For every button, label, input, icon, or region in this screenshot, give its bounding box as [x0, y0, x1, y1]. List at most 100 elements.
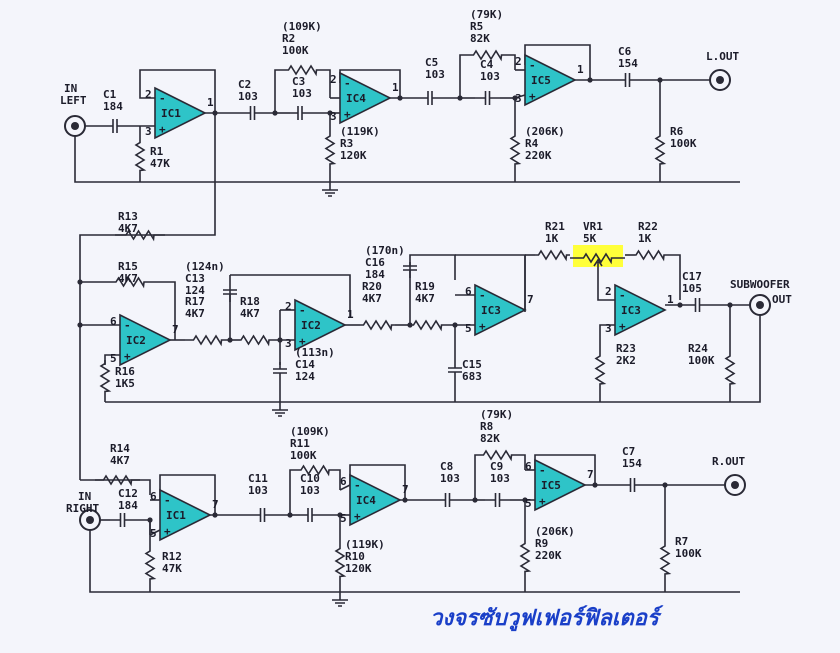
- wire: [320, 69, 331, 98]
- label-r22: 1K: [638, 232, 652, 245]
- opamp-ic4-bot-pin: 6: [340, 475, 347, 488]
- resistor-symbol: [134, 138, 147, 175]
- opamp-ic3-a-pin: 7: [527, 293, 534, 306]
- vr1-wiper: [593, 258, 603, 275]
- opamp-ic1-top-pin: 1: [207, 96, 214, 109]
- opamp-ic2-b-pin: 3: [285, 337, 292, 350]
- opamp-ic1-bot-pin: 7: [212, 498, 219, 511]
- opamp-ic4-bot-plus: +: [354, 510, 361, 523]
- label-r7: 100K: [675, 547, 702, 560]
- opamp-ic2-b-minus: -: [299, 304, 306, 317]
- opamp-ic4-top-pin: 3: [330, 110, 337, 123]
- label-r23: 2K2: [616, 354, 636, 367]
- label-c12: 184: [118, 499, 138, 512]
- label-vr1: VR1: [583, 220, 603, 233]
- label-r8: (79K): [480, 408, 513, 421]
- jack-center-icon: [731, 481, 739, 489]
- label-c6: 154: [618, 57, 638, 70]
- label-r21: 1K: [545, 232, 559, 245]
- junction-dot: [457, 95, 463, 101]
- label-r11: (109K): [290, 425, 330, 438]
- wire: [460, 454, 480, 501]
- label-r18: R18: [240, 295, 260, 308]
- resistor-symbol: [95, 474, 140, 487]
- opamp-ic5-top-pin: 3: [515, 92, 522, 105]
- wire: [74, 136, 740, 183]
- label-c6: C6: [618, 45, 632, 58]
- capacitor-symbol: [273, 362, 287, 380]
- opamp-ic5-bot-pin: 5: [525, 497, 532, 510]
- circuit-parts: [64, 49, 771, 607]
- label-r4: 220K: [525, 149, 552, 162]
- capacitor-symbol: [223, 282, 237, 302]
- opamp-ic5-bot-pin: 6: [525, 460, 532, 473]
- label-r11: 100K: [290, 449, 317, 462]
- label-r19: R19: [415, 280, 435, 293]
- sub-out-label: SUBWOOFER: [730, 278, 790, 291]
- label-c7: 154: [622, 457, 642, 470]
- opamp-ic3-b-pin: 2: [605, 285, 612, 298]
- opamp-ic2-a-minus: -: [124, 319, 131, 332]
- opamp-ic1-bot: [159, 488, 212, 542]
- opamp-ic5-top-label: IC5: [531, 74, 551, 87]
- label-r18: 4K7: [240, 307, 260, 320]
- resistor-symbol: [410, 319, 445, 332]
- label-r15: 4K7: [118, 272, 138, 285]
- in-right-label: RIGHT: [66, 502, 99, 515]
- label-c5: C5: [425, 56, 438, 69]
- opamp-ic2-b-label: IC2: [301, 319, 321, 332]
- opamp-ic2-b-pin: 1: [347, 308, 354, 321]
- wire: [105, 315, 761, 403]
- label-c14: (113n): [295, 346, 335, 359]
- label-c14: 124: [295, 370, 315, 383]
- label-r2: R2: [282, 32, 295, 45]
- capacitor-symbol: [300, 508, 320, 522]
- opamp-ic1-top-label: IC1: [161, 107, 181, 120]
- label-r2: (109K): [282, 20, 322, 33]
- junction-dot: [592, 482, 598, 488]
- jack-center-icon: [71, 122, 79, 130]
- opamp-ic3-b-pin: 1: [667, 293, 674, 306]
- wire: [135, 519, 151, 535]
- label-r3: R3: [340, 137, 353, 150]
- resistor-symbol: [724, 350, 737, 390]
- resistor-symbol: [535, 249, 570, 262]
- opamp-ic3-a: [474, 283, 527, 337]
- opamp-ic4-top-pin: 2: [330, 73, 337, 86]
- resistor-symbol: [115, 229, 165, 242]
- opamp-ic4-bot-minus: -: [354, 479, 361, 492]
- resistor-symbol: [240, 334, 270, 347]
- label-r17: 4K7: [185, 307, 205, 320]
- capacitor-symbol: [475, 91, 500, 105]
- wire: [505, 54, 516, 70]
- label-r3: (119K): [340, 125, 380, 138]
- label-c1: 184: [103, 100, 123, 113]
- label-r5: (79K): [470, 8, 503, 21]
- opamp-ic5-top-pin: 2: [515, 55, 522, 68]
- opamp-ic1-bot-label: IC1: [166, 509, 186, 522]
- label-c15: C15: [462, 358, 482, 371]
- label-r13: 4K7: [118, 222, 138, 235]
- opamp-ic3-b-minus: -: [619, 289, 626, 302]
- opamp-ic3-b-label: IC3: [621, 304, 641, 317]
- label-r5: R5: [470, 20, 483, 33]
- resistor-symbol: [570, 252, 625, 265]
- capacitor-symbol: [403, 258, 417, 278]
- opamp-ic5-top-pin: 1: [577, 63, 584, 76]
- opamp-ic1-bot-minus: -: [164, 494, 171, 507]
- opamp-ic4-top-pin: 1: [392, 81, 399, 94]
- wire: [665, 254, 681, 300]
- wire: [597, 275, 615, 301]
- label-r21: R21: [545, 220, 565, 233]
- resistor-symbol: [654, 130, 667, 170]
- wire: [275, 469, 300, 516]
- opamp-ic5-top: [524, 53, 577, 107]
- opamp-ic3-b-pin: 3: [605, 322, 612, 335]
- junction-dot: [472, 497, 478, 503]
- label-r6: 100K: [670, 137, 697, 150]
- resistor-symbol: [594, 350, 607, 390]
- label-r2: 100K: [282, 44, 309, 57]
- junction-dot: [452, 322, 458, 328]
- label-c5: 103: [425, 68, 445, 81]
- label-c4: C4: [480, 58, 494, 71]
